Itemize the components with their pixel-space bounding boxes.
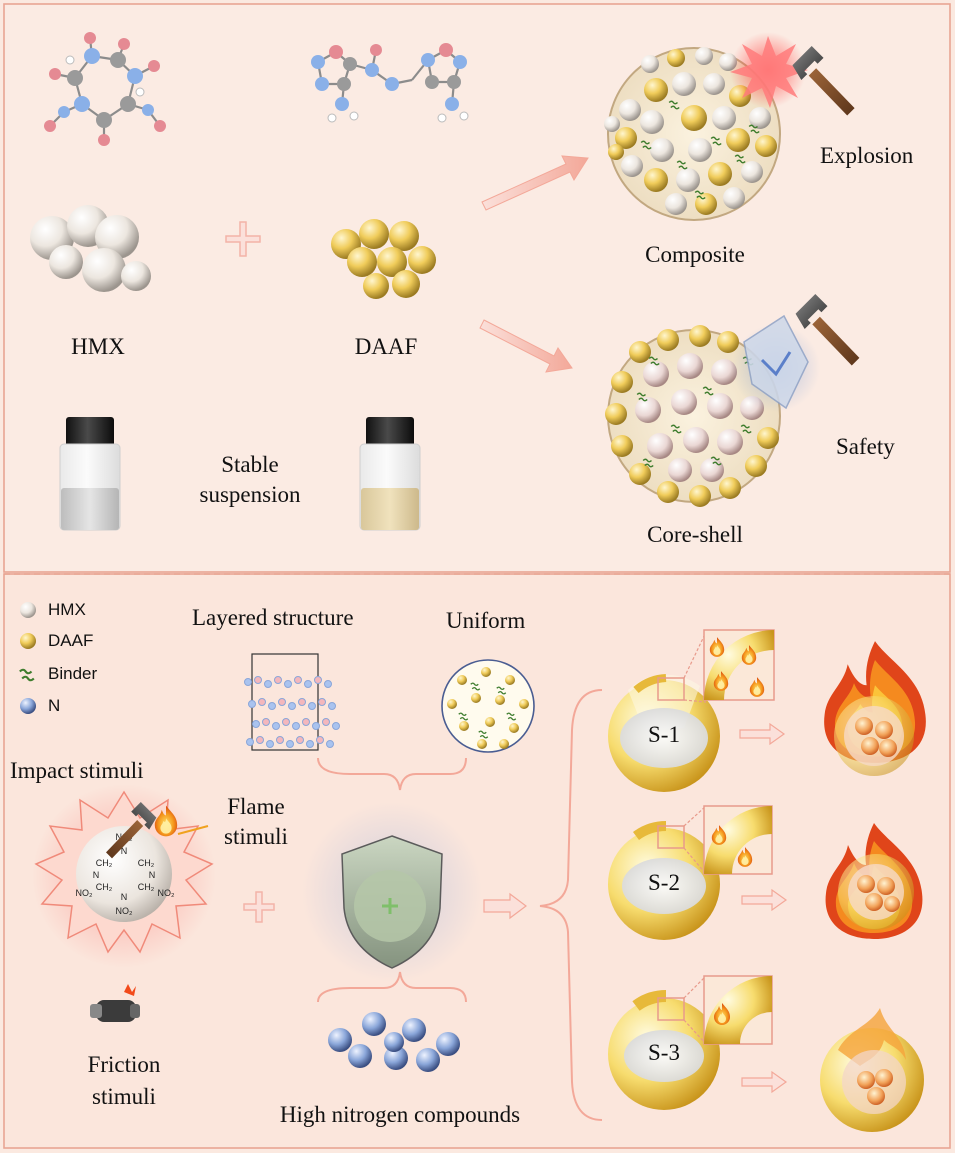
sample-s2-icon [608,805,773,940]
layered-structure-label: Layered structure [192,605,354,630]
hmx-label: HMX [71,334,125,359]
molecule-label-ch2-right: CH₂ [138,858,155,868]
protective-shield-center-icon [302,802,482,982]
uniform-distribution-icon [441,659,535,753]
composite-label: Composite [645,242,745,267]
molecule-label-n-left: N [93,870,100,880]
friction-stimuli-line1: Friction [87,1052,161,1077]
flame-stimulus-icon [154,805,209,837]
impact-stimuli-label: Impact stimuli [10,758,144,783]
brace-lower [317,971,467,1003]
molecule-label-n-top: N [121,846,128,856]
high-nitrogen-label: High nitrogen compounds [279,1102,521,1127]
daaf-label: DAAF [354,334,418,359]
legend-n-label: N [48,696,61,715]
legend-binder-label: Binder [48,664,98,683]
uniform-label: Uniform [446,608,526,633]
stable-suspension-line2: suspension [199,482,301,507]
legend-daaf-label: DAAF [48,631,94,650]
friction-device-icon [90,984,140,1022]
top-panel [3,3,951,573]
arrow-s1 [739,722,786,746]
daaf-sphere-icon [20,633,36,649]
safety-label: Safety [836,434,895,459]
sample-s1-icon [608,629,775,792]
hmx-particles-icon [30,205,151,292]
sample-s3-label: S-3 [648,1040,680,1065]
plus-icon [225,221,261,257]
daaf-molecule-icon [311,43,469,123]
sample-s2-label: S-2 [648,870,680,895]
arrow-s3 [741,1070,788,1094]
molecule-label-n-right: N [149,870,156,880]
daaf-particles-icon [331,219,436,299]
legend [18,602,36,714]
molecule-label-ch2-bottom-left: CH₂ [96,882,113,892]
sample-s3-icon [608,975,773,1110]
arrow-s2 [741,888,788,912]
core-shell-label: Core-shell [647,522,743,547]
flame-stimuli-line2: stimuli [224,824,288,849]
brace-upper [317,757,467,791]
molecule-label-no2-right: NO₂ [158,888,176,898]
legend-hmx-label: HMX [48,600,86,619]
flame-stimuli-line1: Flame [227,794,285,819]
burning-s2-icon [825,823,923,939]
molecule-label-no2-bottom: NO₂ [116,906,134,916]
nitrogen-sphere-icon [20,698,36,714]
protective-shield-icon [732,314,820,412]
explosion-burst-icon [730,32,808,108]
sample-s1-label: S-1 [648,722,680,747]
molecule-label-n-bottom: N [121,892,128,902]
arrow-to-core-shell [479,319,573,373]
plus-icon-bottom [243,891,275,923]
burning-s3-icon [820,1008,924,1132]
hmx-molecule-icon [44,32,166,146]
layered-structure-icon [244,653,340,751]
friction-stimuli-line2: stimuli [92,1084,156,1109]
daaf-vial-icon [359,417,421,531]
arrow-to-composite [481,155,589,211]
nitrogen-compounds-icon [328,1012,460,1072]
molecule-label-ch2-bottom-right: CH₂ [138,882,155,892]
molecule-label-ch2-left: CH₂ [96,858,113,868]
stable-suspension-line1: Stable [221,452,279,477]
arrow-to-samples [483,892,527,920]
molecule-label-no2-left: NO₂ [76,888,94,898]
samples-bracket [539,689,603,1121]
stimulated-hmx-icon: NO₂ N CH₂ CH₂ N N CH₂ CH₂ N NO₂ NO₂ NO₂ [32,784,216,968]
explosion-label: Explosion [820,143,914,168]
hmx-vial-icon [59,417,121,531]
burning-s1-icon [824,641,926,776]
hmx-sphere-icon [20,602,36,618]
